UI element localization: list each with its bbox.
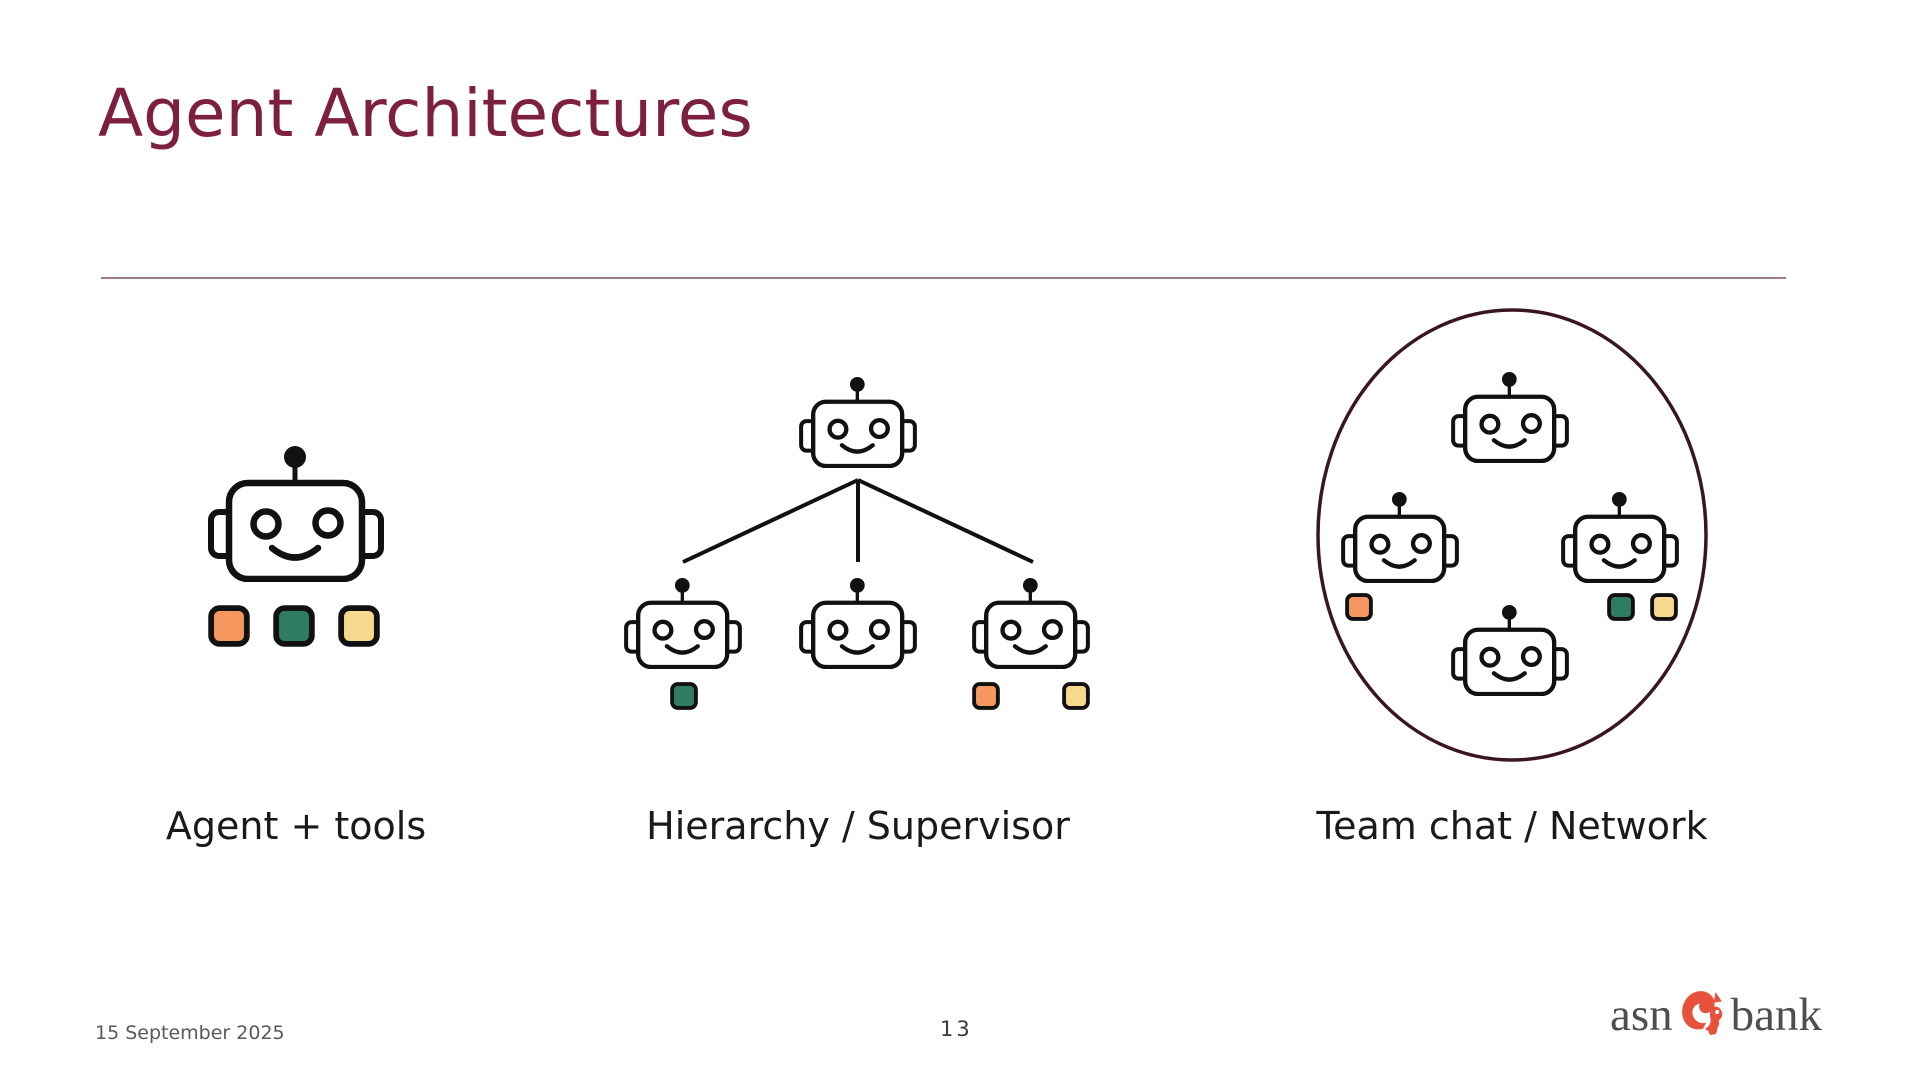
hierarchy-diagram [626, 377, 1090, 710]
title-divider [101, 277, 1786, 279]
diagram-label-agent-tools: Agent + tools [165, 804, 427, 848]
worker-robot-icon [626, 578, 740, 667]
footer-date: 15 September 2025 [95, 1022, 285, 1044]
page-title: Agent Architectures [98, 75, 753, 152]
supervisor-robot-icon [801, 377, 915, 466]
tool-square-orange [972, 682, 1000, 710]
page-number: 13 [940, 1017, 973, 1041]
tool-square-green [1607, 593, 1635, 621]
worker-robot-icon [974, 578, 1088, 667]
logo-word-bank: bank [1730, 988, 1822, 1041]
tool-square-green [670, 682, 698, 710]
team-circle [1316, 308, 1708, 762]
robot-icon [211, 446, 381, 579]
diagram-label-hierarchy: Hierarchy / Supervisor [646, 804, 1070, 848]
tool-square-green [276, 608, 312, 644]
team-robot-icon [1453, 605, 1567, 694]
hierarchy-connector-lines [682, 478, 1034, 564]
tool-square-orange [211, 608, 247, 644]
agent-tools-diagram [211, 446, 381, 644]
asn-bank-logo: asn bank [1610, 986, 1822, 1044]
tool-square-yellow [1062, 682, 1090, 710]
worker-robot-icon [801, 578, 915, 667]
tool-square-yellow [341, 608, 377, 644]
tool-square-yellow [1650, 593, 1678, 621]
team-robot-icon [1453, 372, 1567, 461]
team-robot-icon [1343, 492, 1457, 581]
team-chat-diagram [1316, 308, 1708, 762]
team-robot-icon [1563, 492, 1677, 581]
tool-square-orange [1345, 593, 1373, 621]
squirrel-icon [1681, 991, 1722, 1035]
diagram-label-team-chat: Team chat / Network [1316, 804, 1708, 848]
logo-word-asn: asn [1609, 988, 1673, 1041]
